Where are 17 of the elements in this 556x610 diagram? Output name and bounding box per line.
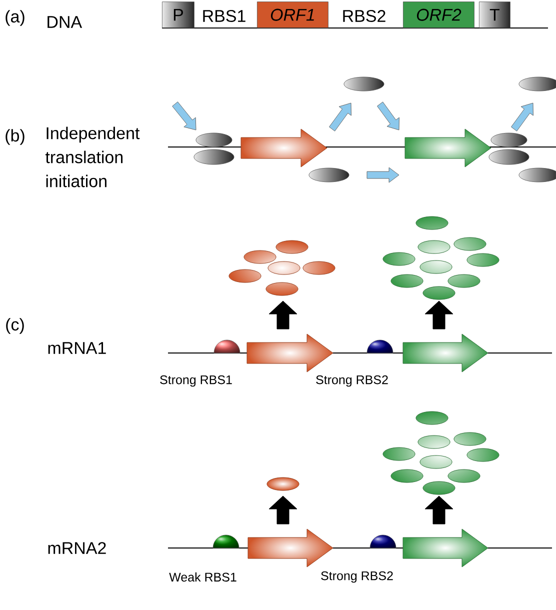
site-label: Weak RBS1 [169,572,236,582]
site-label: RBS2 [343,10,386,22]
panel-label: (b) [6,129,24,145]
gene-box: ORF1 [257,2,328,28]
site-label: Strong RBS2 [316,375,388,387]
panel-label: (a) [6,10,24,26]
row-label: mRNA1 [48,342,106,354]
site-label: Strong RBS2 [321,571,393,583]
promoter-box: P [162,2,194,28]
panel-label: (c) [6,318,24,334]
row-label: mRNA2 [48,542,106,554]
site-label: Strong RBS1 [160,375,232,387]
row-label: Independent translation initiation [45,126,140,188]
gene-box: ORF2 [403,2,474,28]
row-label: DNA [48,16,82,28]
site-label: RBS1 [203,10,246,22]
terminator-box: T [479,2,510,28]
